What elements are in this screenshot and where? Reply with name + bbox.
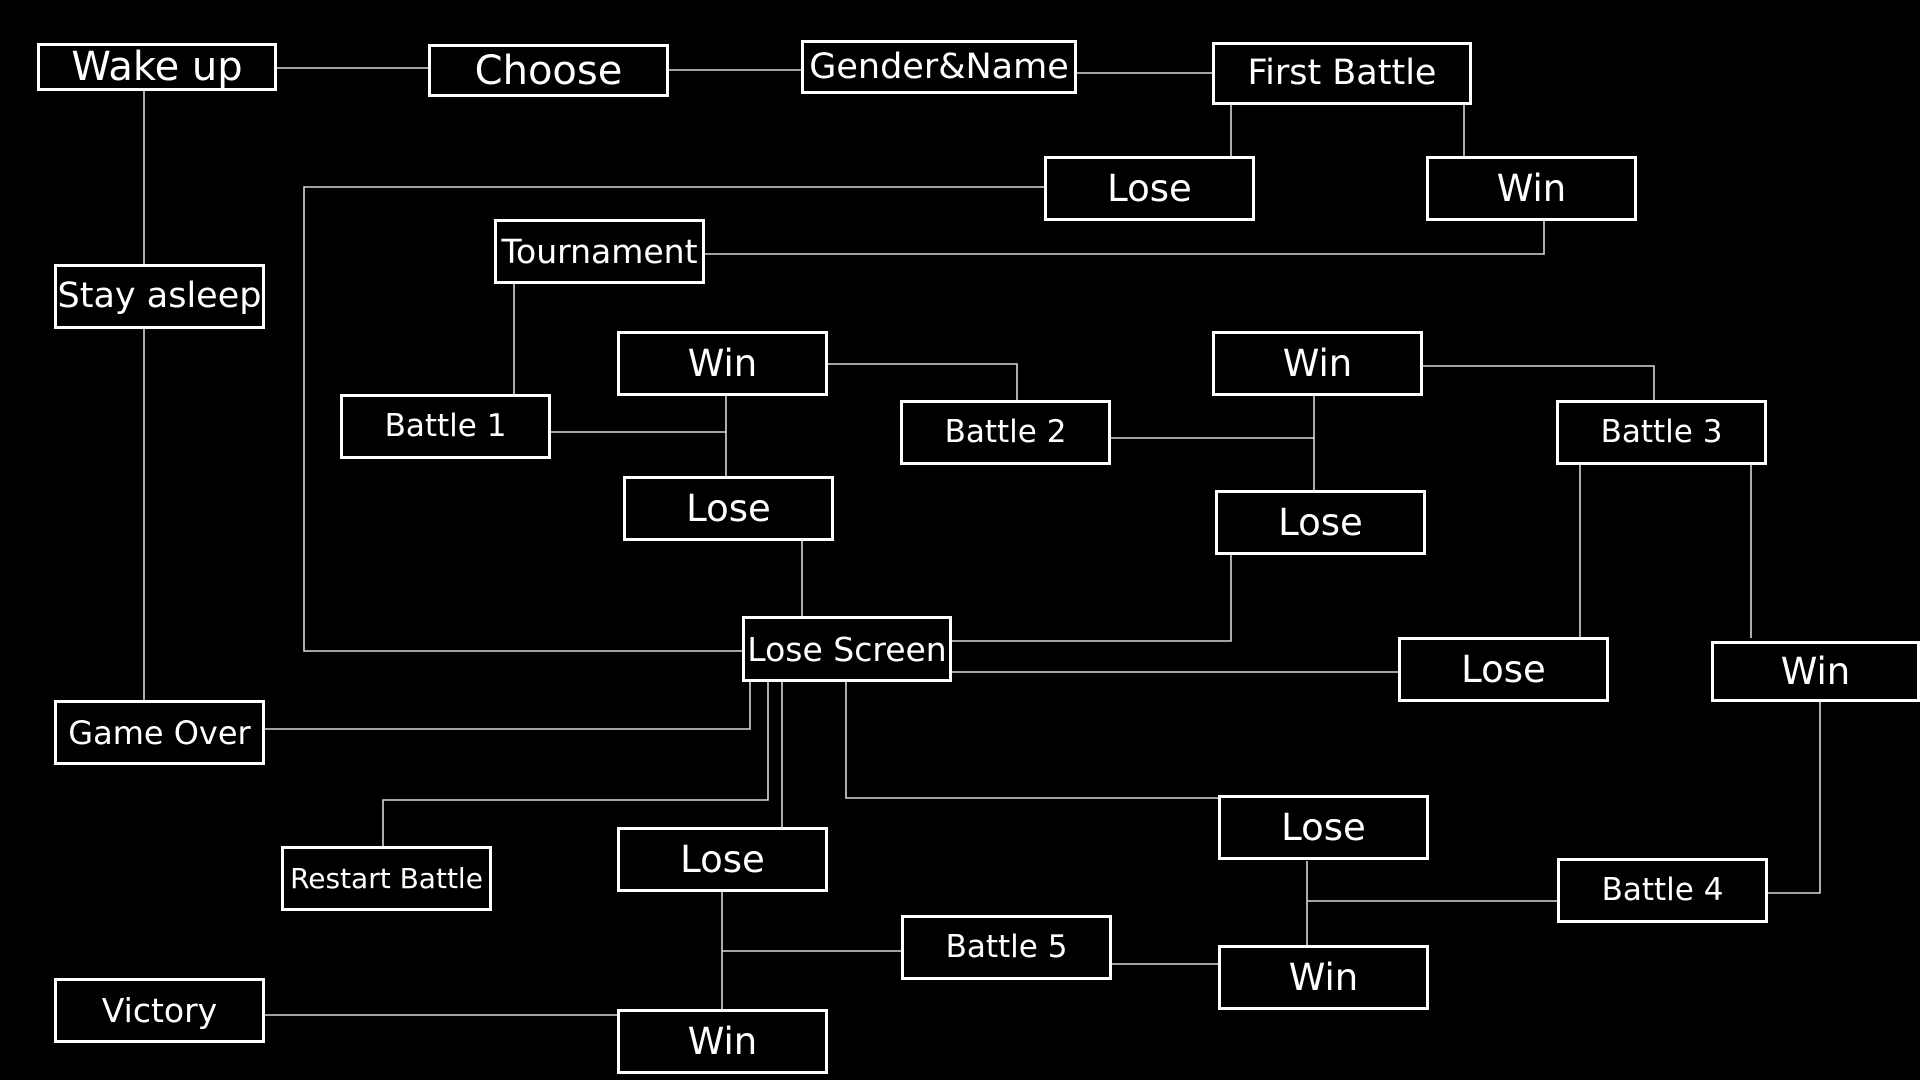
node-lose-screen: Lose Screen [742,616,952,682]
line-win3-battle4 [1766,702,1821,894]
line-lose2-losescreen [951,555,1232,642]
node-battle4-lose: Lose [1218,795,1429,860]
line-losescreen-gameover [263,682,751,730]
line-win2-battle3 [1422,365,1655,401]
line-losescreen-lose4 [845,682,1219,799]
node-battle-3: Battle 3 [1556,400,1767,465]
node-first-battle: First Battle [1212,42,1472,105]
node-battle-2: Battle 2 [900,400,1111,465]
node-tournament: Tournament [494,219,705,284]
node-battle2-win: Win [1212,331,1423,396]
line-firstwin-tournament [704,221,1545,255]
node-victory: Victory [54,978,265,1043]
node-battle5-win: Win [617,1009,828,1074]
line-losescreen-restart [382,682,769,847]
node-battle4-win: Win [1218,945,1429,1010]
node-battle3-win: Win [1711,641,1920,702]
node-first-win: Win [1426,156,1637,221]
node-stay-asleep: Stay asleep [54,264,265,329]
node-first-lose: Lose [1044,156,1255,221]
line-firstlose-losescreen [303,186,1045,652]
node-battle5-lose: Lose [617,827,828,892]
node-choose: Choose [428,44,669,97]
node-restart-battle: Restart Battle [281,846,492,911]
node-battle1-lose: Lose [623,476,834,541]
node-battle3-lose: Lose [1398,637,1609,702]
node-wake-up: Wake up [37,43,277,91]
node-battle-5: Battle 5 [901,915,1112,980]
node-game-over: Game Over [54,700,265,765]
node-battle2-lose: Lose [1215,490,1426,555]
node-gender-name: Gender&Name [801,40,1077,94]
line-win1-battle2 [826,363,1018,401]
node-battle-1: Battle 1 [340,394,551,459]
node-battle-4: Battle 4 [1557,858,1768,923]
node-battle1-win: Win [617,331,828,396]
